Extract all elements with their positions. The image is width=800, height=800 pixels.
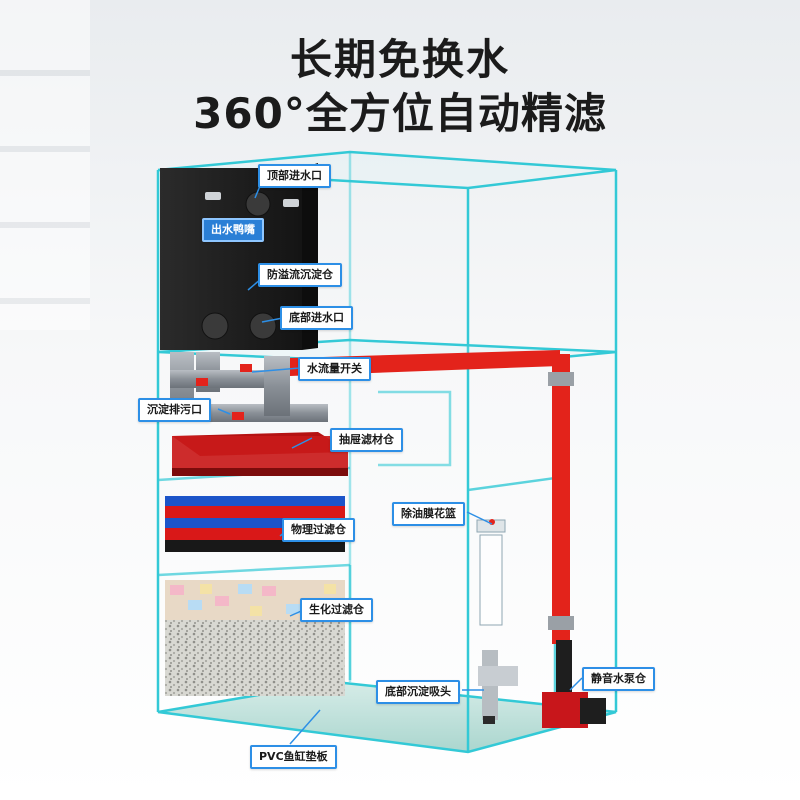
- flow-switch-valve-icon: [196, 364, 252, 420]
- outlet-nozzle-icon: [205, 192, 299, 207]
- label-bio-filter: 生化过滤仓: [300, 598, 373, 622]
- headline-line-2: 360°全方位自动精滤: [193, 89, 607, 138]
- oil-film-skimmer-basket: [476, 519, 506, 626]
- overflow-sump-box: [160, 163, 318, 350]
- label-flow-switch: 水流量开关: [298, 357, 371, 381]
- label-top-inlet: 顶部进水口: [258, 164, 331, 188]
- label-pvc-pad: PVC鱼缸垫板: [250, 745, 337, 769]
- bottom-suction-head-icon: [478, 650, 518, 724]
- silent-pump-icon: [542, 640, 606, 728]
- bio-filter-media: [165, 580, 345, 696]
- label-overflow-settling: 防溢流沉淀仓: [258, 263, 342, 287]
- headline-line-1: 长期免换水: [289, 35, 510, 84]
- callout-leader-lines: [217, 173, 583, 745]
- label-settling-drain: 沉淀排污口: [138, 398, 211, 422]
- label-drawer-media: 抽屉滤材仓: [330, 428, 403, 452]
- drawer-media-tray: [172, 432, 350, 476]
- label-physical-filter: 物理过滤仓: [282, 518, 355, 542]
- label-silent-pump: 静音水泵仓: [582, 667, 655, 691]
- label-bottom-inlet: 底部进水口: [280, 306, 353, 330]
- label-oil-film-basket: 除油膜花篮: [392, 502, 465, 526]
- label-outlet-nozzle: 出水鸭嘴: [202, 218, 264, 242]
- label-bottom-suction: 底部沉淀吸头: [376, 680, 460, 704]
- window-light-reflection: [0, 0, 90, 330]
- pvc-floor-pad: [158, 682, 616, 752]
